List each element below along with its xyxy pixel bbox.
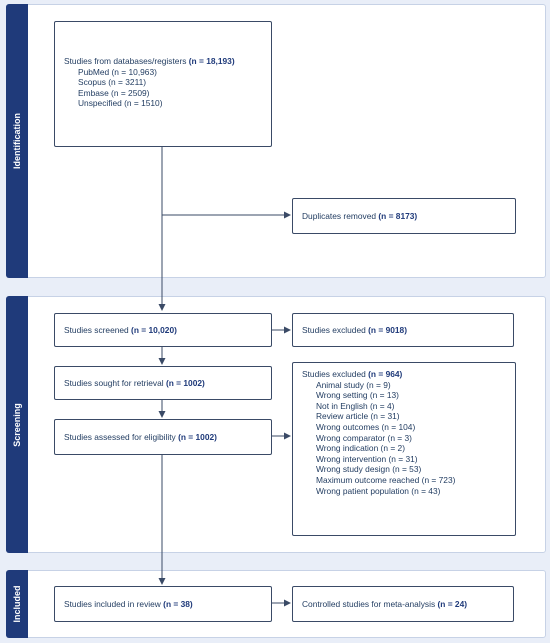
databases-line: Studies from databases/registers (n = 18… (64, 56, 271, 67)
excluded-screen-label: Studies excluded (302, 324, 366, 335)
screened-box: Studies screened (n = 10,020) (54, 313, 272, 347)
retrieval-count: (n = 1002) (165, 377, 205, 388)
excluded-screen-count: (n = 9018) (368, 324, 407, 335)
eligibility-box: Studies assessed for eligibility (n = 10… (54, 419, 272, 455)
source-embase: Embase (n = 2509) (78, 87, 150, 98)
eligibility-count: (n = 1002) (178, 431, 217, 442)
databases-label: Studies from databases/registers (64, 56, 187, 66)
screening-phase-label: Screening (6, 296, 28, 553)
excluded-full-label: Studies excluded (302, 369, 366, 379)
eligibility-label: Studies assessed for eligibility (64, 431, 176, 442)
included-box: Studies included in review (n = 38) (54, 586, 272, 622)
included-phase-label: Included (6, 570, 28, 638)
screened-label: Studies screened (64, 324, 129, 335)
reason-maximum-outcome: Maximum outcome reached (n = 723) (316, 474, 456, 485)
included-count: (n = 38) (163, 598, 193, 609)
excluded-full-box: Studies excluded (n = 964) Animal study … (292, 362, 516, 536)
databases-box: Studies from databases/registers (n = 18… (54, 21, 272, 147)
duplicates-box: Duplicates removed (n = 8173) (292, 198, 516, 234)
meta-analysis-box: Controlled studies for meta-analysis (n … (292, 586, 514, 622)
reason-wrong-patient-population: Wrong patient population (n = 43) (316, 485, 441, 496)
reason-wrong-indication: Wrong indication (n = 2) (316, 443, 405, 454)
excluded-full-line: Studies excluded (n = 964) (302, 369, 515, 380)
retrieval-box: Studies sought for retrieval (n = 1002) (54, 366, 272, 400)
meta-analysis-label: Controlled studies for meta-analysis (302, 598, 436, 609)
duplicates-label: Duplicates removed (302, 210, 377, 221)
excluded-screen-box: Studies excluded (n = 9018) (292, 313, 514, 347)
reason-wrong-outcomes: Wrong outcomes (n = 104) (316, 421, 416, 432)
source-scopus: Scopus (n = 3211) (78, 77, 147, 88)
duplicates-count: (n = 8173) (378, 210, 418, 221)
reason-not-in-english: Not in English (n = 4) (316, 400, 395, 411)
reason-wrong-study-design: Wrong study design (n = 53) (316, 464, 422, 475)
reason-review-article: Review article (n = 31) (316, 411, 400, 422)
reason-wrong-intervention: Wrong intervention (n = 31) (316, 453, 418, 464)
source-unspecified: Unspecified (n = 1510) (78, 98, 163, 109)
reason-animal-study: Animal study (n = 9) (316, 379, 391, 390)
source-pubmed: PubMed (n = 10,963) (78, 66, 157, 77)
identification-phase-label: Identification (6, 4, 28, 278)
included-label: Studies included in review (64, 598, 161, 609)
reason-wrong-setting: Wrong setting (n = 13) (316, 390, 399, 401)
excluded-full-count: (n = 964) (368, 369, 403, 379)
retrieval-label: Studies sought for retrieval (64, 377, 164, 388)
reason-wrong-comparator: Wrong comparator (n = 3) (316, 432, 412, 443)
databases-count: (n = 18,193) (188, 56, 235, 66)
meta-analysis-count: (n = 24) (437, 598, 468, 609)
screened-count: (n = 10,020) (131, 324, 177, 335)
